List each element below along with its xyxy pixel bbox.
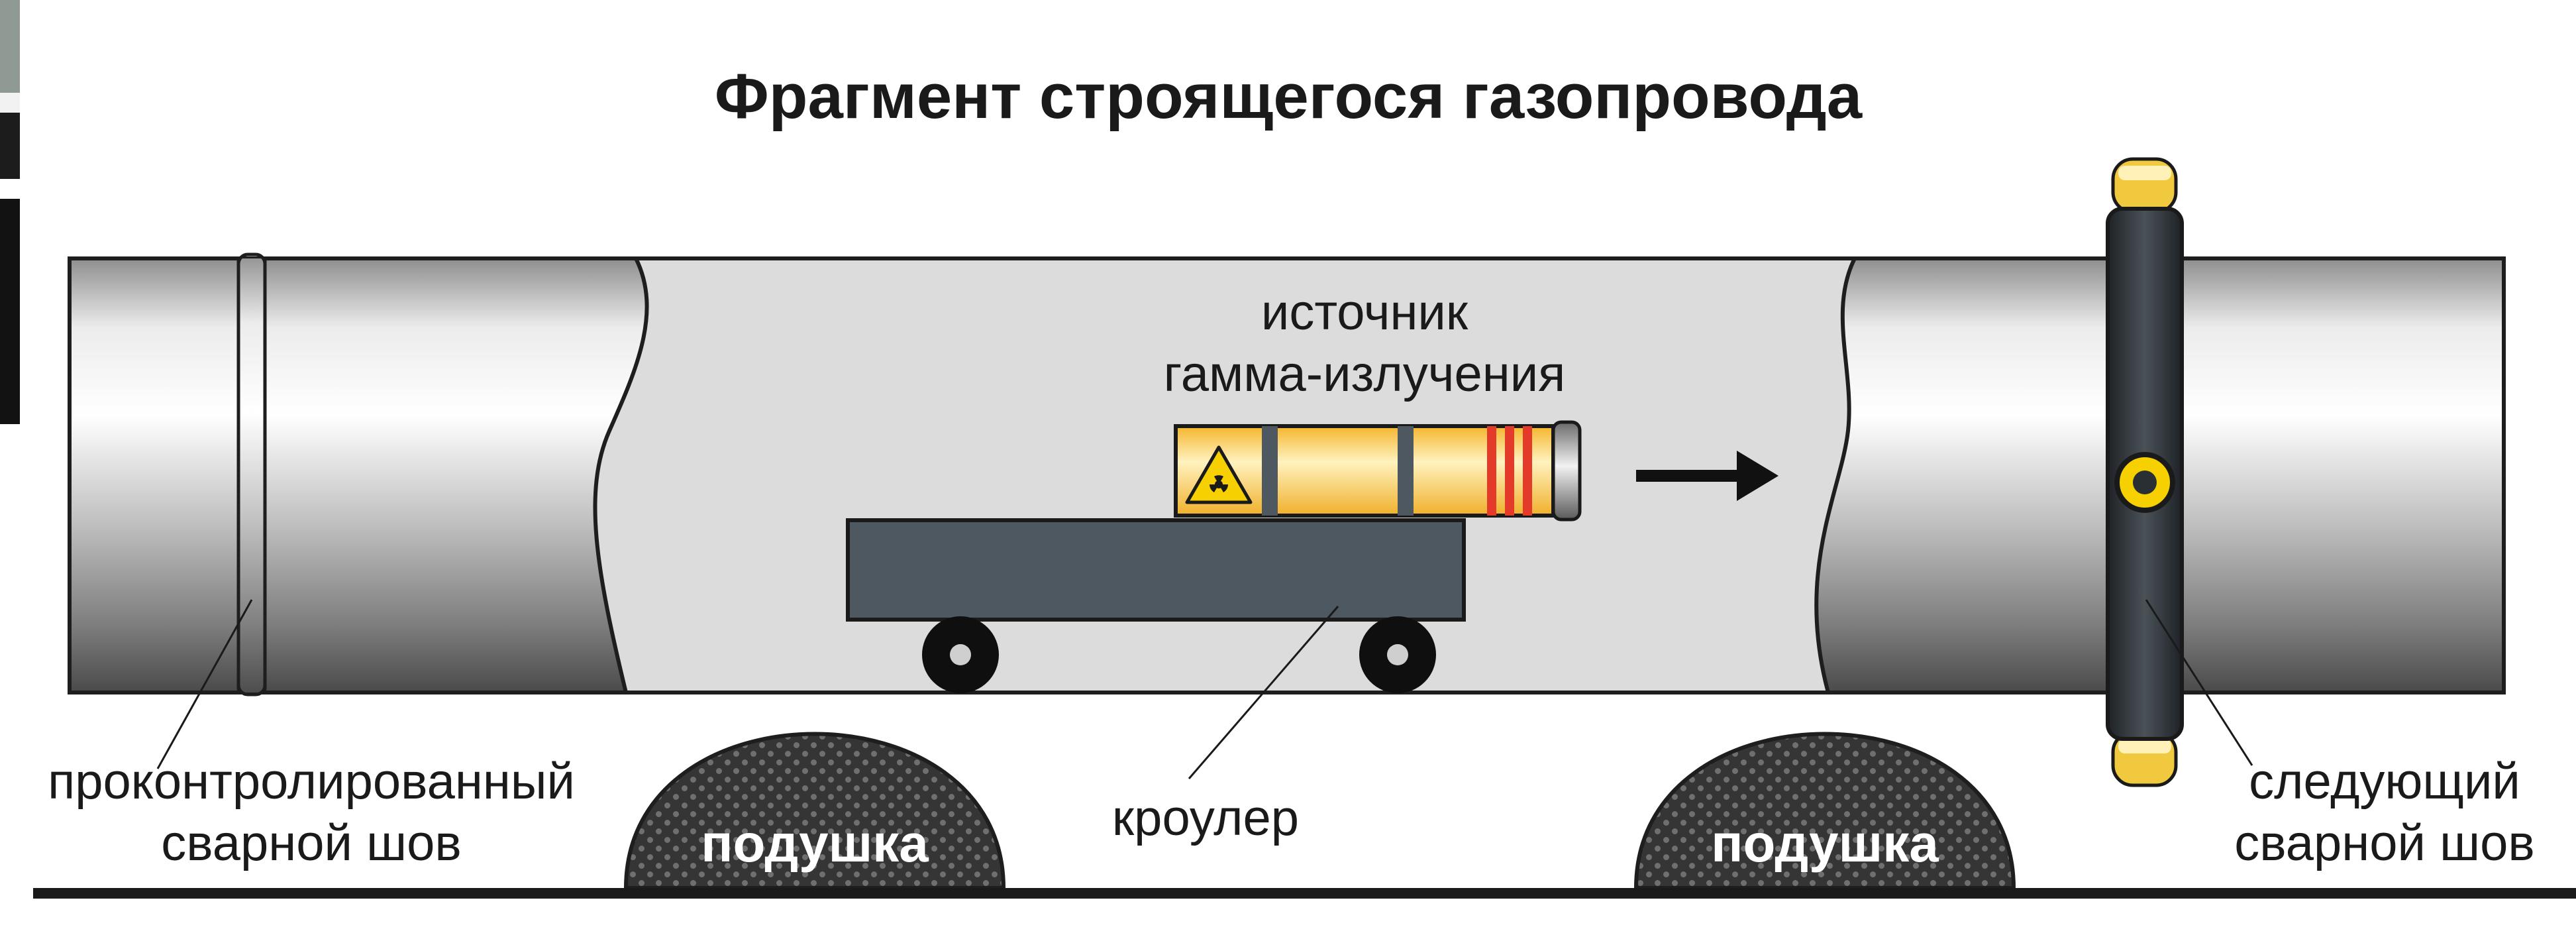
- ground-line: [33, 888, 2576, 899]
- next-weld-label-line2: сварной шов: [2234, 815, 2534, 871]
- gamma-source: [1174, 420, 1582, 522]
- leader-inspected-weld: [156, 599, 253, 769]
- pipe-left-section: [68, 256, 649, 694]
- photo-fragment: [0, 0, 20, 424]
- source-label-line1: источник: [1261, 284, 1468, 341]
- source-label-line2: гамма-излучения: [1164, 346, 1566, 402]
- inspected-weld-label-line2: сварной шов: [161, 815, 461, 871]
- direction-arrow-icon: [1636, 451, 1778, 501]
- support-pad-right: подушка: [1633, 732, 2016, 890]
- inspected-weld-label-line1: проконтролированный: [48, 753, 575, 810]
- crawler-body: [846, 518, 1466, 622]
- radiation-icon: [1185, 445, 1253, 504]
- pad-right-label: подушка: [1711, 814, 1939, 873]
- pad-left-label: подушка: [701, 814, 929, 873]
- leader-next-weld: [2145, 599, 2253, 766]
- crawler-label: кроулер: [1112, 790, 1299, 846]
- inspected-weld-seam: [236, 258, 267, 693]
- support-pad-left: подушка: [623, 732, 1006, 890]
- diagram-title: Фрагмент строящегося газопровода: [715, 61, 1863, 132]
- crawler: [846, 518, 1466, 693]
- leader-crawler: [1188, 606, 1339, 779]
- next-weld-scanner: [2106, 157, 2184, 787]
- next-weld-label-line1: следующий: [2249, 753, 2520, 810]
